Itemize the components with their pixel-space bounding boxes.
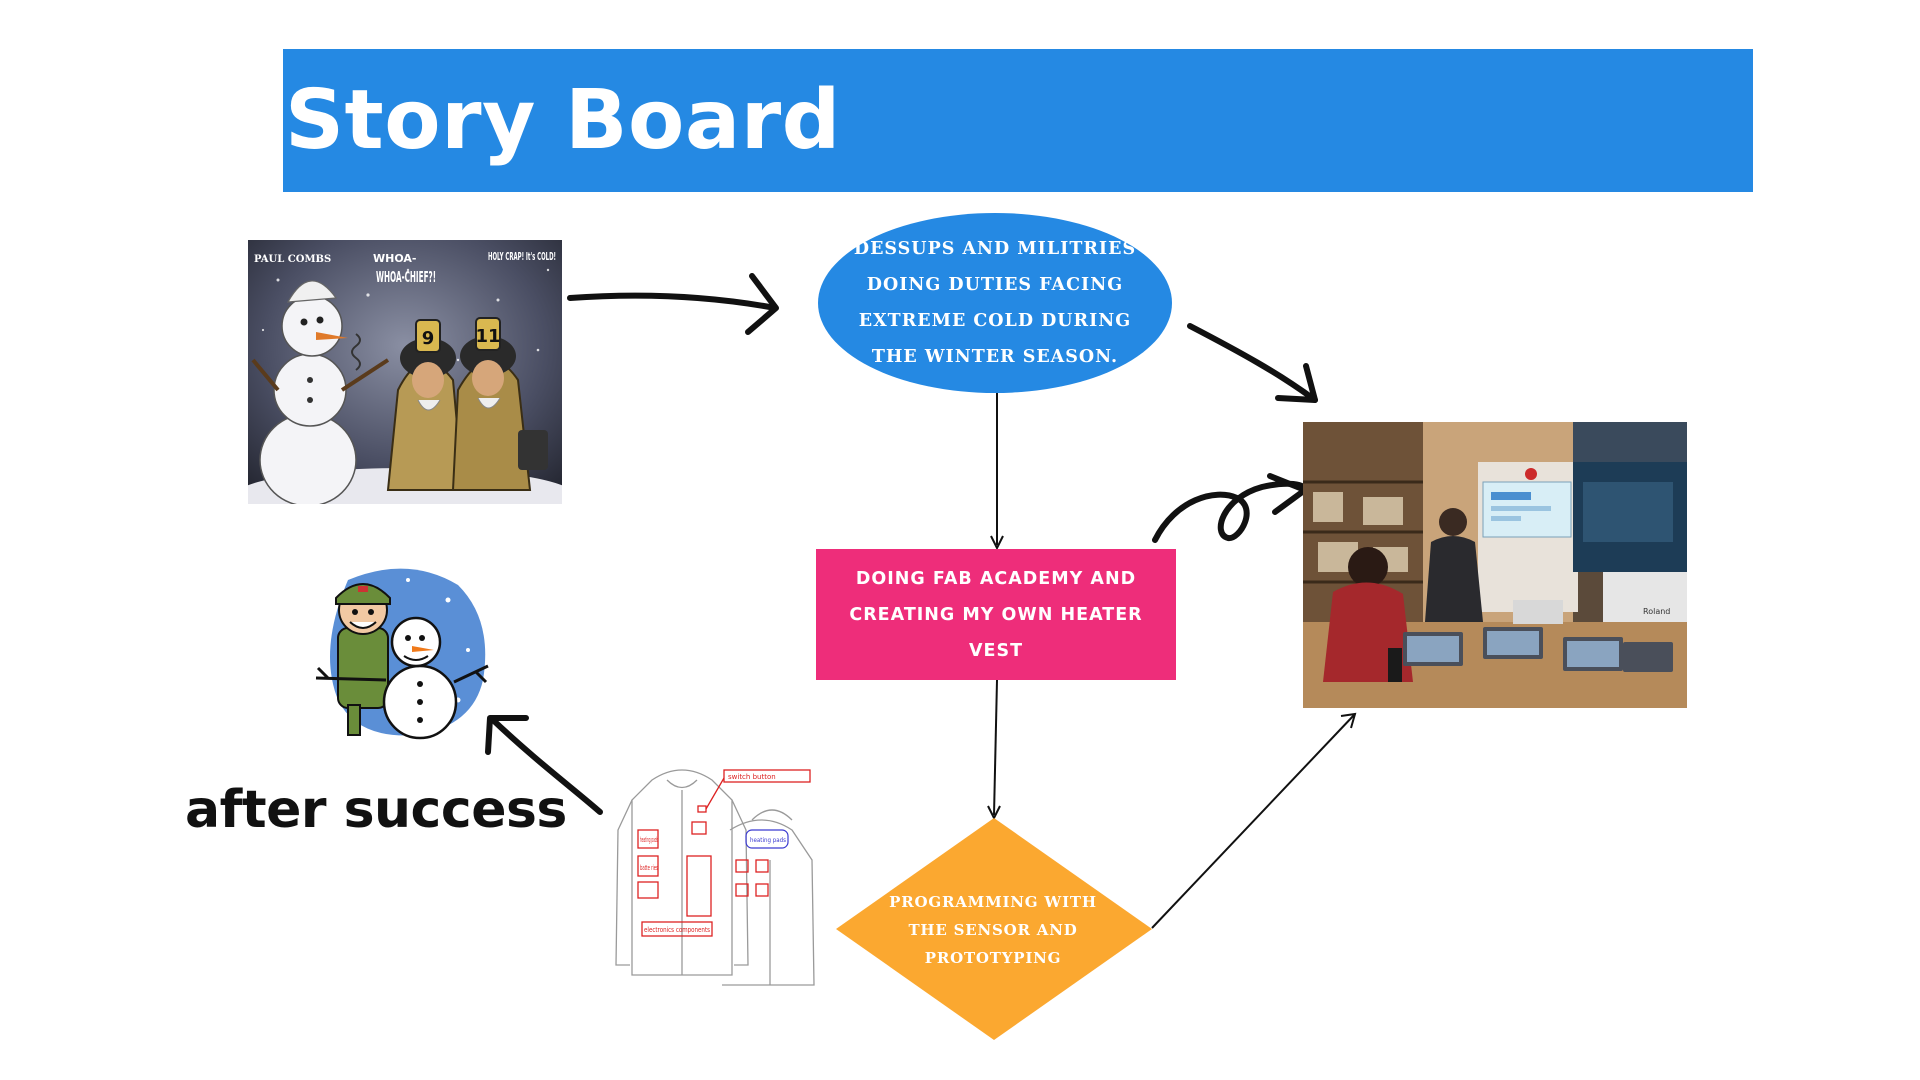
firefighter-cartoon-image: 9 11 WHOA- WHOA-CHIEF?! HOLY CRAP! It's … bbox=[248, 240, 562, 504]
sketch-heating-label: heating pads bbox=[640, 836, 658, 844]
helmet-number-left: 9 bbox=[422, 328, 435, 349]
cartoon-artist-signature: PAUL COMBS bbox=[254, 254, 331, 265]
rect-node: doing fab academy and creating my own he… bbox=[816, 549, 1176, 680]
cartoon-bubble-right: HOLY CRAP! It's COLD! bbox=[488, 250, 556, 263]
title-banner: Story Board bbox=[283, 49, 1753, 192]
ellipse-node-text: Dessups and militries doing duties facin… bbox=[853, 239, 1137, 367]
cartoon-bubble-left: WHOA-CHIEF?! bbox=[376, 268, 436, 286]
lab-machine-label: Roland bbox=[1643, 607, 1670, 616]
heater-vest-sketch-image: switch button heating pads batte ries el… bbox=[615, 769, 815, 986]
firefighters-figures: 9 11 bbox=[386, 317, 548, 491]
sketch-electronics-label: electronics components bbox=[644, 926, 710, 934]
sketch-back-heating-label: heating pads bbox=[750, 837, 786, 844]
cartoon-bubble-left-1: WHOA- bbox=[373, 252, 416, 265]
diamond-node-text: Programming with the sensor and prototyp… bbox=[889, 893, 1097, 967]
after-success-caption: after success bbox=[185, 780, 567, 840]
snowman-figure bbox=[251, 280, 390, 504]
sketch-battery-label: batte ries bbox=[640, 864, 658, 872]
fab-lab-photo: Roland bbox=[1303, 422, 1687, 708]
soldier-snowman-image bbox=[315, 568, 489, 740]
helmet-number-right: 11 bbox=[475, 326, 500, 347]
sketch-switch-label: switch button bbox=[728, 773, 776, 781]
rect-node-text: doing fab academy and creating my own he… bbox=[849, 568, 1143, 661]
page-title: Story Board bbox=[285, 73, 841, 168]
diamond-node-label: Programming with the sensor and prototyp… bbox=[883, 880, 1103, 980]
ellipse-node: Dessups and militries doing duties facin… bbox=[818, 213, 1172, 393]
